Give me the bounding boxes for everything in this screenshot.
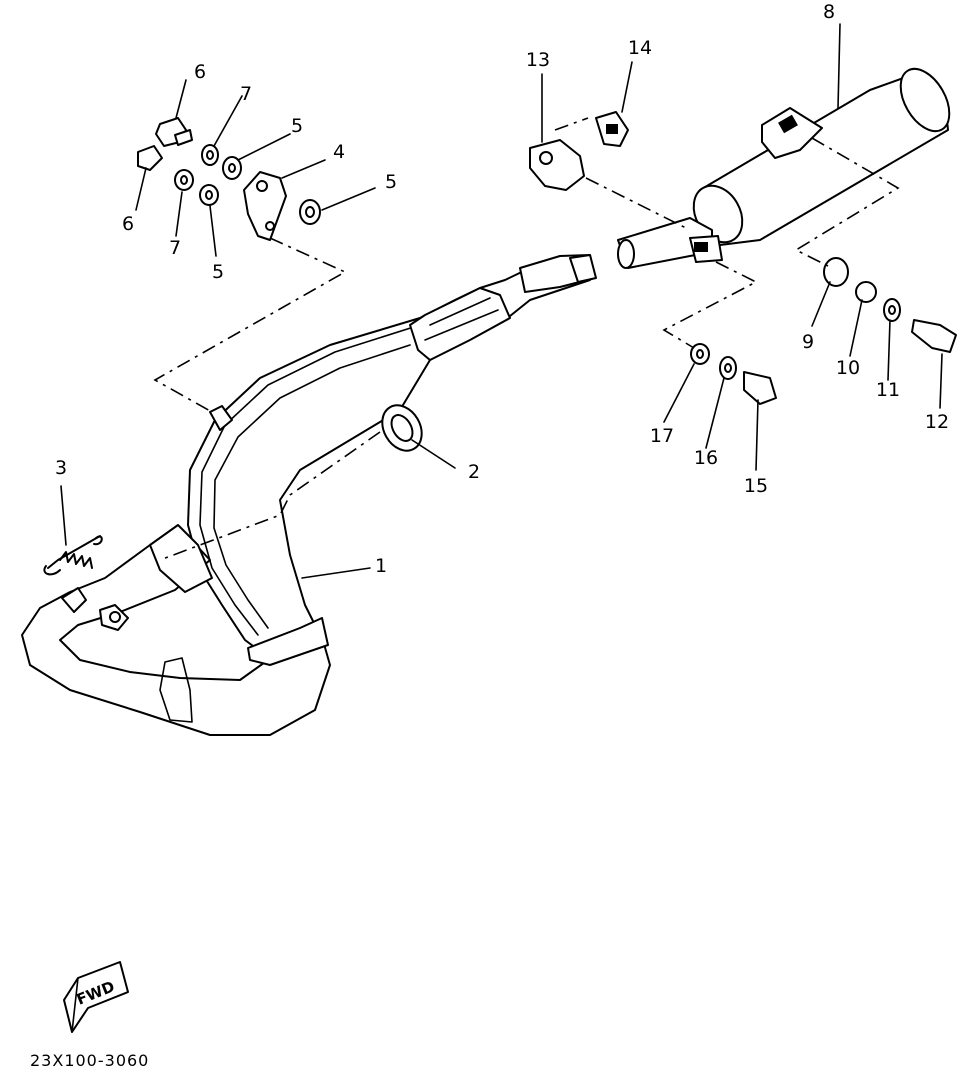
label-part-6-upper: 6: [194, 61, 206, 83]
label-part-12: 12: [925, 411, 949, 433]
drawing-code: 23X100-3060: [30, 1051, 149, 1070]
label-part-2: 2: [468, 461, 480, 483]
label-part-13: 13: [526, 49, 550, 71]
label-part-16: 16: [694, 447, 718, 469]
label-part-7-upper: 7: [240, 83, 252, 105]
mount-fasteners-lower: [690, 343, 777, 405]
label-part-7-lower: 7: [169, 237, 181, 259]
label-part-17: 17: [650, 425, 674, 447]
label-part-11: 11: [876, 379, 900, 401]
leader-lines: [60, 23, 943, 579]
label-part-3: 3: [55, 457, 67, 479]
label-part-10: 10: [836, 357, 860, 379]
label-part-6-lower: 6: [122, 213, 134, 235]
label-part-5-b: 5: [212, 261, 224, 283]
label-part-8: 8: [823, 1, 835, 23]
bracket-assembly: [137, 117, 321, 241]
exhaust-pipe: [21, 254, 597, 736]
spring: [43, 535, 103, 576]
muffler: [617, 67, 951, 269]
gasket: [381, 404, 423, 452]
label-part-5-c: 5: [385, 171, 397, 193]
label-part-5-a: 5: [291, 115, 303, 137]
part-labels: 6 6 7 7 5 5 5 4 3 2 1 13 14 8 9 10 11 12…: [55, 1, 949, 577]
clamp-assembly: [529, 111, 629, 191]
assembly-lines: [153, 117, 900, 561]
fwd-arrow: FWD: [63, 961, 129, 1033]
mount-fasteners-right: [823, 257, 957, 353]
label-part-15: 15: [744, 475, 768, 497]
label-part-4: 4: [333, 141, 345, 163]
label-part-9: 9: [802, 331, 814, 353]
label-part-14: 14: [628, 37, 652, 59]
label-part-1: 1: [375, 555, 387, 577]
